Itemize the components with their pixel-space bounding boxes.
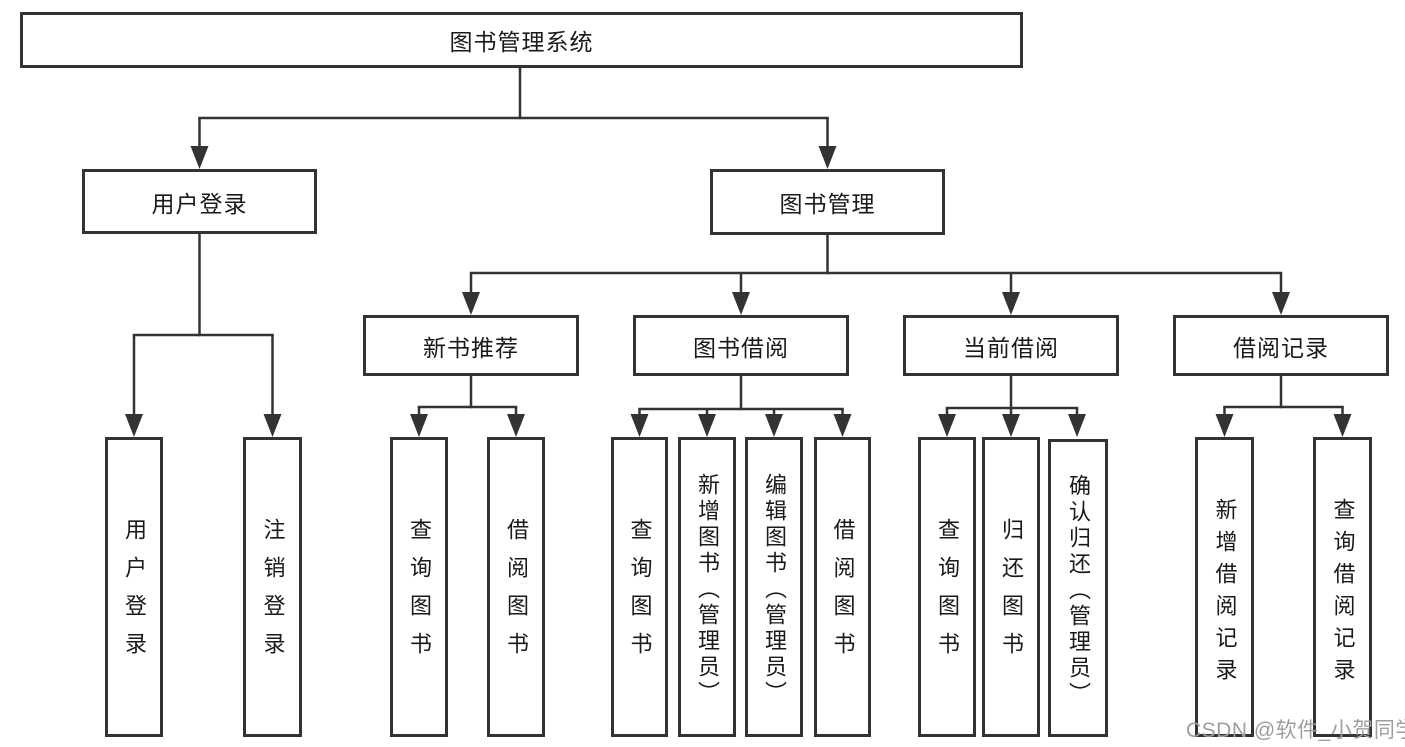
node-add-book-admin: 新增图书（管理员） (678, 437, 736, 737)
node-user-login: 用户登录 (82, 169, 317, 234)
node-borrow-books-1: 借阅图书 (487, 437, 545, 737)
arrowhead-icons (125, 146, 1352, 437)
node-user-login-leaf: 用户登录 (105, 437, 163, 737)
node-query-books-1: 查询图书 (390, 437, 448, 737)
node-logout-leaf: 注销登录 (243, 437, 302, 737)
node-borrow-books-2: 借阅图书 (814, 437, 871, 737)
node-query-books-3: 查询图书 (918, 437, 976, 737)
node-add-borrow-record: 新增借阅记录 (1195, 437, 1254, 737)
node-return-books: 归还图书 (982, 437, 1040, 737)
node-book-management: 图书管理 (710, 169, 945, 235)
node-query-borrow-record: 查询借阅记录 (1313, 437, 1372, 737)
node-current-borrowing: 当前借阅 (903, 315, 1119, 376)
node-new-book-recommendation: 新书推荐 (363, 315, 579, 376)
watermark: CSDN @软件_小贺同学 (1186, 719, 1405, 742)
node-library-system: 图书管理系统 (20, 12, 1023, 68)
node-borrowing-records: 借阅记录 (1173, 315, 1389, 376)
node-confirm-return-admin: 确认归还（管理员） (1048, 439, 1108, 737)
node-edit-book-admin: 编辑图书（管理员） (745, 437, 803, 737)
node-book-borrowing: 图书借阅 (633, 315, 849, 376)
node-query-books-2: 查询图书 (611, 437, 668, 737)
